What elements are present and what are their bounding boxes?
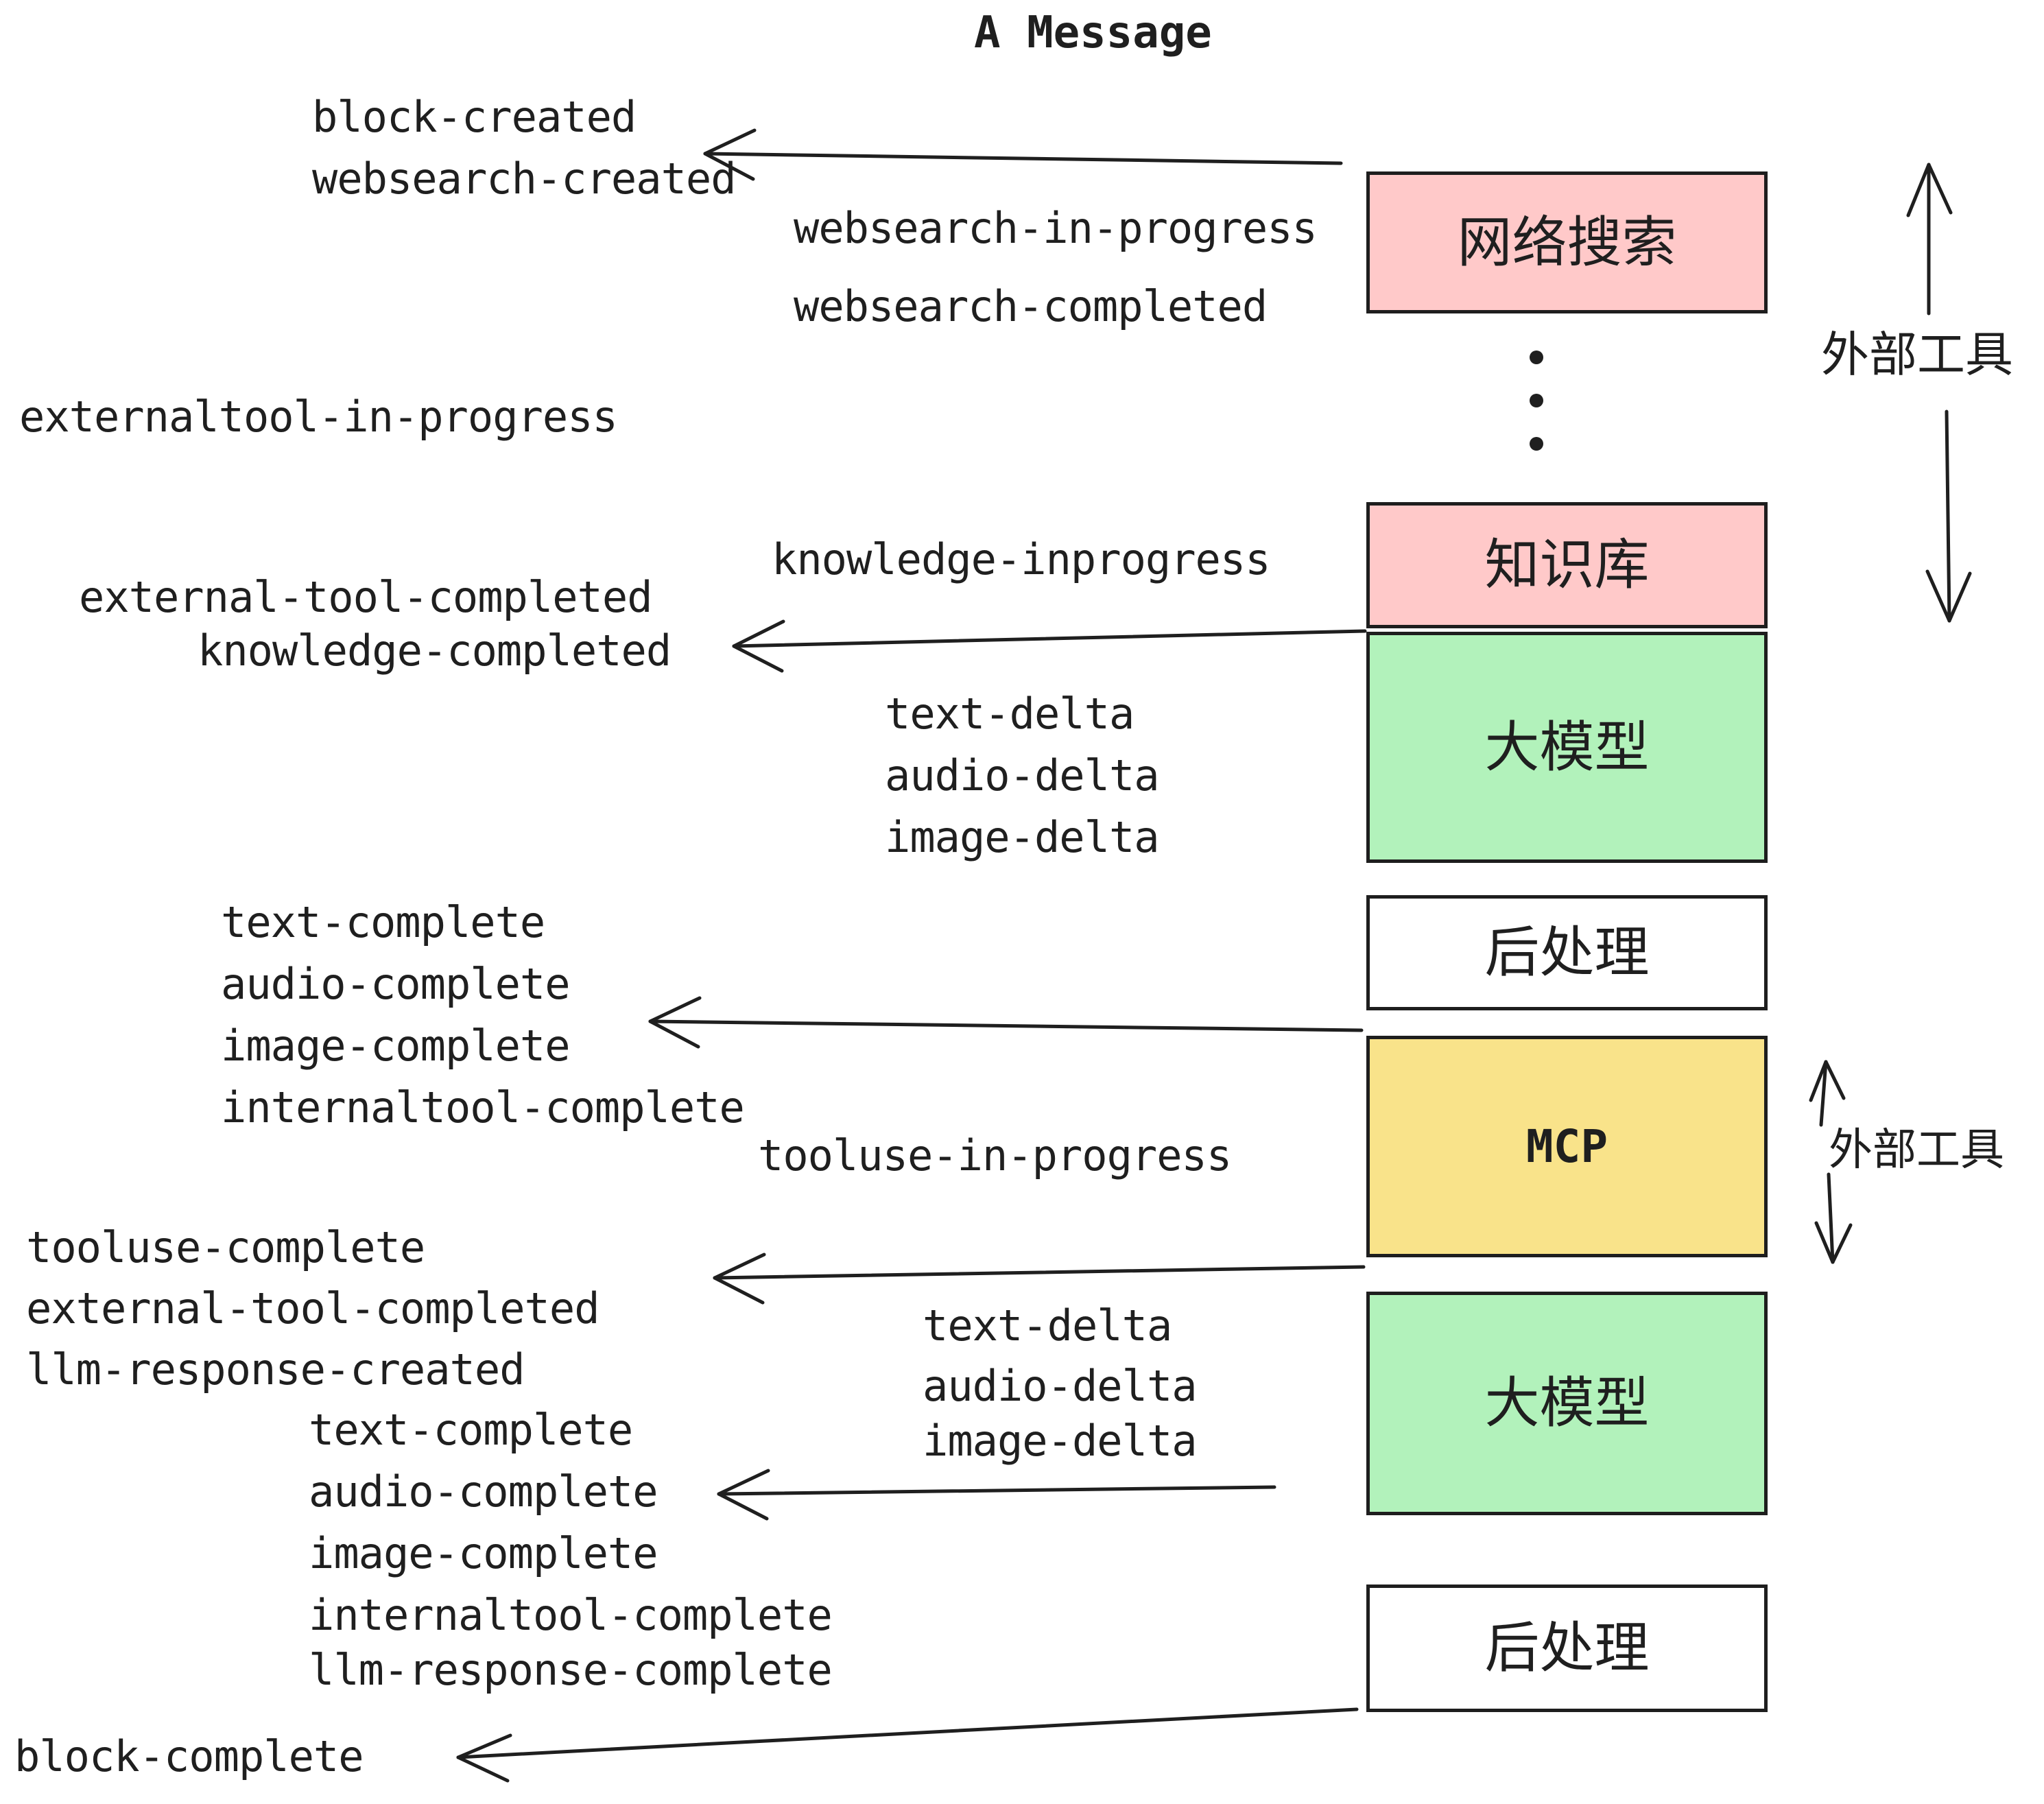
arrow-to-image-complete bbox=[648, 996, 1364, 1049]
box-web-search-label: 网络搜索 bbox=[1457, 210, 1677, 274]
arrow-to-tooluse-complete bbox=[713, 1253, 1366, 1305]
event-label-websearch-created: websearch-created bbox=[312, 154, 737, 204]
arrow-to-websearch-created bbox=[703, 128, 1343, 181]
external-tools-top-down-arrow bbox=[1925, 410, 1972, 623]
event-label-block-created: block-created bbox=[312, 92, 637, 142]
arrow-to-knowledge-completed bbox=[732, 619, 1367, 673]
event-label-tooluse-in-progress: tooluse-in-progress bbox=[758, 1130, 1232, 1180]
event-label-internaltool-complete-2: internaltool-complete bbox=[309, 1590, 833, 1640]
event-label-image-delta-2: image-delta bbox=[923, 1416, 1198, 1466]
external-tools-top-up-arrow bbox=[1906, 163, 1953, 316]
box-web-search: 网络搜索 bbox=[1366, 171, 1768, 313]
event-label-externaltool-in-progress: externaltool-in-progress bbox=[19, 392, 618, 442]
event-label-image-complete-2: image-complete bbox=[309, 1528, 658, 1578]
event-label-audio-delta: audio-delta bbox=[885, 750, 1160, 800]
event-label-internaltool-complete: internaltool-complete bbox=[221, 1082, 745, 1132]
event-label-websearch-completed: websearch-completed bbox=[794, 281, 1268, 331]
event-label-external-tool-completed: external-tool-completed bbox=[79, 572, 653, 622]
box-mcp: MCP bbox=[1366, 1036, 1768, 1257]
external-tools-top-label: 外部工具 bbox=[1821, 327, 2013, 383]
box-post-process-bottom: 后处理 bbox=[1366, 1585, 1768, 1712]
ellipsis-dots bbox=[1530, 351, 1543, 451]
arrow-to-block-complete bbox=[456, 1707, 1359, 1783]
box-knowledge-base-label: 知识库 bbox=[1484, 533, 1650, 597]
external-tools-mcp-label: 外部工具 bbox=[1829, 1125, 2004, 1176]
external-tools-mcp-up-arrow bbox=[1809, 1060, 1846, 1127]
event-label-block-complete: block-complete bbox=[14, 1731, 364, 1781]
box-llm-bottom-label: 大模型 bbox=[1484, 1371, 1650, 1435]
event-label-websearch-in-progress: websearch-in-progress bbox=[794, 203, 1318, 253]
event-label-image-delta: image-delta bbox=[885, 812, 1160, 862]
external-tools-mcp-down-arrow bbox=[1814, 1172, 1853, 1264]
event-label-audio-complete-2: audio-complete bbox=[309, 1467, 658, 1517]
event-label-llm-response-created: llm-response-created bbox=[26, 1344, 525, 1394]
event-label-external-tool-completed-2: external-tool-completed bbox=[26, 1283, 600, 1333]
event-label-knowledge-inprogress: knowledge-inprogress bbox=[772, 534, 1271, 584]
event-label-text-delta: text-delta bbox=[885, 689, 1134, 739]
event-label-text-delta-2: text-delta bbox=[923, 1301, 1172, 1351]
event-label-audio-complete: audio-complete bbox=[221, 959, 571, 1009]
box-llm-top-label: 大模型 bbox=[1484, 715, 1650, 779]
event-label-llm-response-complete: llm-response-complete bbox=[309, 1645, 833, 1695]
box-mcp-label: MCP bbox=[1525, 1119, 1608, 1173]
event-label-image-complete: image-complete bbox=[221, 1021, 571, 1071]
box-llm-top: 大模型 bbox=[1366, 632, 1768, 863]
box-post-process-top: 后处理 bbox=[1366, 895, 1768, 1010]
event-label-audio-delta-2: audio-delta bbox=[923, 1361, 1198, 1411]
event-label-text-complete: text-complete bbox=[221, 897, 545, 947]
box-post-process-bottom-label: 后处理 bbox=[1484, 1616, 1650, 1680]
arrow-to-audio-complete bbox=[717, 1469, 1276, 1521]
box-knowledge-base: 知识库 bbox=[1366, 502, 1768, 628]
event-label-text-complete-2: text-complete bbox=[309, 1405, 633, 1455]
box-post-process-top-label: 后处理 bbox=[1484, 921, 1650, 984]
event-label-knowledge-completed: knowledge-completed bbox=[198, 626, 672, 676]
box-llm-bottom: 大模型 bbox=[1366, 1292, 1768, 1515]
event-label-tooluse-complete: tooluse-complete bbox=[26, 1222, 425, 1272]
diagram-title: A Message bbox=[974, 8, 1212, 58]
